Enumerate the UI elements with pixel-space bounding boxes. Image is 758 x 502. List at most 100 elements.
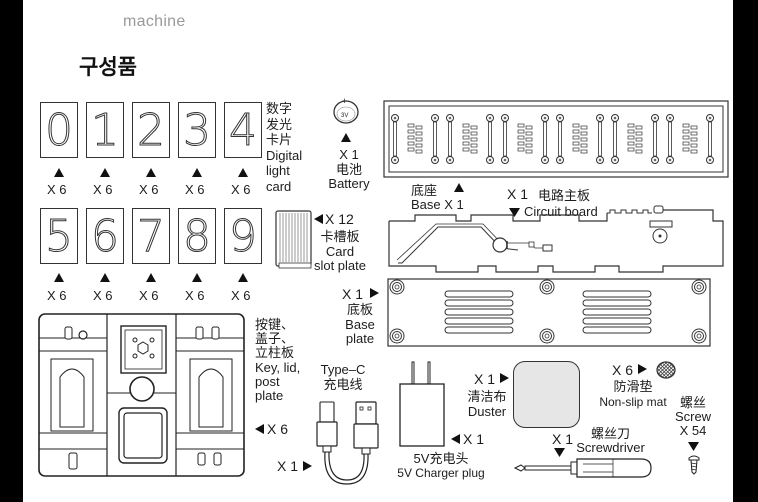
screwdriver-label: 螺丝刀 Screwdriver xyxy=(563,427,658,455)
key-label-en3: plate xyxy=(255,388,284,404)
led-pad xyxy=(470,131,478,136)
vent-slot xyxy=(444,317,514,325)
led-pad xyxy=(407,135,415,140)
slot-post xyxy=(433,121,437,157)
screw-icon xyxy=(688,455,700,475)
led-pad xyxy=(580,125,588,130)
led-pad xyxy=(690,137,698,142)
led-pad xyxy=(690,149,698,154)
battery-label-en: Battery xyxy=(328,176,370,191)
page-title: 구성품 xyxy=(79,55,137,79)
arrow-up-icon xyxy=(192,168,202,177)
screwdriver-qty: X 1 xyxy=(552,431,574,447)
slot-post xyxy=(448,121,452,157)
led-pad xyxy=(462,123,470,128)
digit-card-0: 0 xyxy=(40,102,78,158)
led-pad xyxy=(635,137,643,142)
digit-card-3: 3 xyxy=(178,102,216,158)
components-diagram: machine 구성품 0 1 2 3 4 X 6 X 6 X 6 X 6 X … xyxy=(23,0,733,502)
card-slot-plate-drawing xyxy=(275,210,312,269)
digit-card-5: 5 xyxy=(40,208,78,264)
led-pad xyxy=(627,129,635,134)
digit-card-6: 6 xyxy=(86,208,124,264)
vent-slot xyxy=(444,299,514,307)
base-frame xyxy=(383,100,729,178)
arrow-up-icon xyxy=(100,273,110,282)
led-pad xyxy=(517,141,525,146)
led-pad xyxy=(517,147,525,152)
arrow-up-icon xyxy=(192,273,202,282)
led-pad xyxy=(580,131,588,136)
arrow-down-icon xyxy=(554,448,565,457)
non-slip-mat-qty: X 6 xyxy=(612,362,634,378)
led-pad xyxy=(470,125,478,130)
slot-post xyxy=(598,121,602,157)
arrow-up-icon xyxy=(454,183,464,192)
vent-slot xyxy=(444,326,514,334)
led-pad xyxy=(690,143,698,148)
base-label-cn: 底座 xyxy=(411,183,438,198)
key-lid-post-label: 按键、 盖子、 立柱板 Key, lid, post plate xyxy=(255,317,300,404)
arrow-left-icon xyxy=(255,424,264,434)
led-pad xyxy=(525,149,533,154)
led-pad xyxy=(462,129,470,134)
led-pad xyxy=(690,131,698,136)
battery-qty: X 1 xyxy=(339,147,359,162)
led-pad xyxy=(525,131,533,136)
vent-slot xyxy=(444,308,514,316)
led-pad xyxy=(580,143,588,148)
led-pad xyxy=(462,141,470,146)
key-label-cn1: 按键、 xyxy=(255,317,295,332)
slot-post xyxy=(393,121,397,157)
led-pad xyxy=(635,125,643,130)
arrow-up-icon xyxy=(54,168,64,177)
arrow-right-icon xyxy=(303,461,312,471)
slot-post xyxy=(668,121,672,157)
digit-qty: X 6 xyxy=(47,182,67,197)
arrow-left-icon xyxy=(314,214,323,224)
led-pad xyxy=(415,143,423,148)
led-pad xyxy=(682,141,690,146)
led-pad xyxy=(525,125,533,130)
card-slot-label: 卡槽板 Card slot plate xyxy=(305,229,375,274)
arrow-right-icon xyxy=(638,364,647,374)
led-pad xyxy=(682,135,690,140)
screw-qty: X 54 xyxy=(679,423,707,438)
brand-fragment: machine xyxy=(123,13,186,30)
led-pad xyxy=(690,125,698,130)
charger-label-cn: 5V充电头 xyxy=(413,451,469,466)
arrow-up-icon xyxy=(238,273,248,282)
slot-post xyxy=(488,121,492,157)
digit-qty: X 6 xyxy=(139,288,159,303)
type-c-label-cn: 充电线 xyxy=(323,377,363,392)
led-pad xyxy=(627,141,635,146)
led-pad xyxy=(635,131,643,136)
circuit-board-label-cn: 电路主板 xyxy=(538,188,591,203)
arrow-up-icon xyxy=(146,168,156,177)
key-label-en2: post xyxy=(255,373,280,389)
type-c-cable-drawing xyxy=(316,401,379,485)
led-pad xyxy=(580,149,588,154)
arrow-up-icon xyxy=(341,133,351,142)
arrow-left-icon xyxy=(451,434,460,444)
digit-label-en2: light xyxy=(266,163,290,178)
digit-card-1: 1 xyxy=(86,102,124,158)
battery-marking: 3V xyxy=(341,113,349,119)
base-qty: X 1 xyxy=(444,197,464,212)
battery-plus: + xyxy=(342,96,348,106)
digit-card-7: 7 xyxy=(132,208,170,264)
non-slip-mat-label-cn: 防滑垫 xyxy=(613,379,653,394)
led-pad xyxy=(572,147,580,152)
duster-qty: X 1 xyxy=(474,371,496,387)
slot-post xyxy=(613,121,617,157)
led-pad xyxy=(682,129,690,134)
led-pad xyxy=(407,141,415,146)
led-pad xyxy=(682,123,690,128)
led-pad xyxy=(517,129,525,134)
digit-qty: X 6 xyxy=(185,288,205,303)
slot-post xyxy=(708,121,712,157)
digit-card-9: 9 xyxy=(224,208,262,264)
type-c-label: Type–C 充电线 xyxy=(313,362,373,392)
key-lid-post-sprue xyxy=(38,313,245,477)
charger-label: 5V充电头 5V Charger plug xyxy=(388,451,494,481)
